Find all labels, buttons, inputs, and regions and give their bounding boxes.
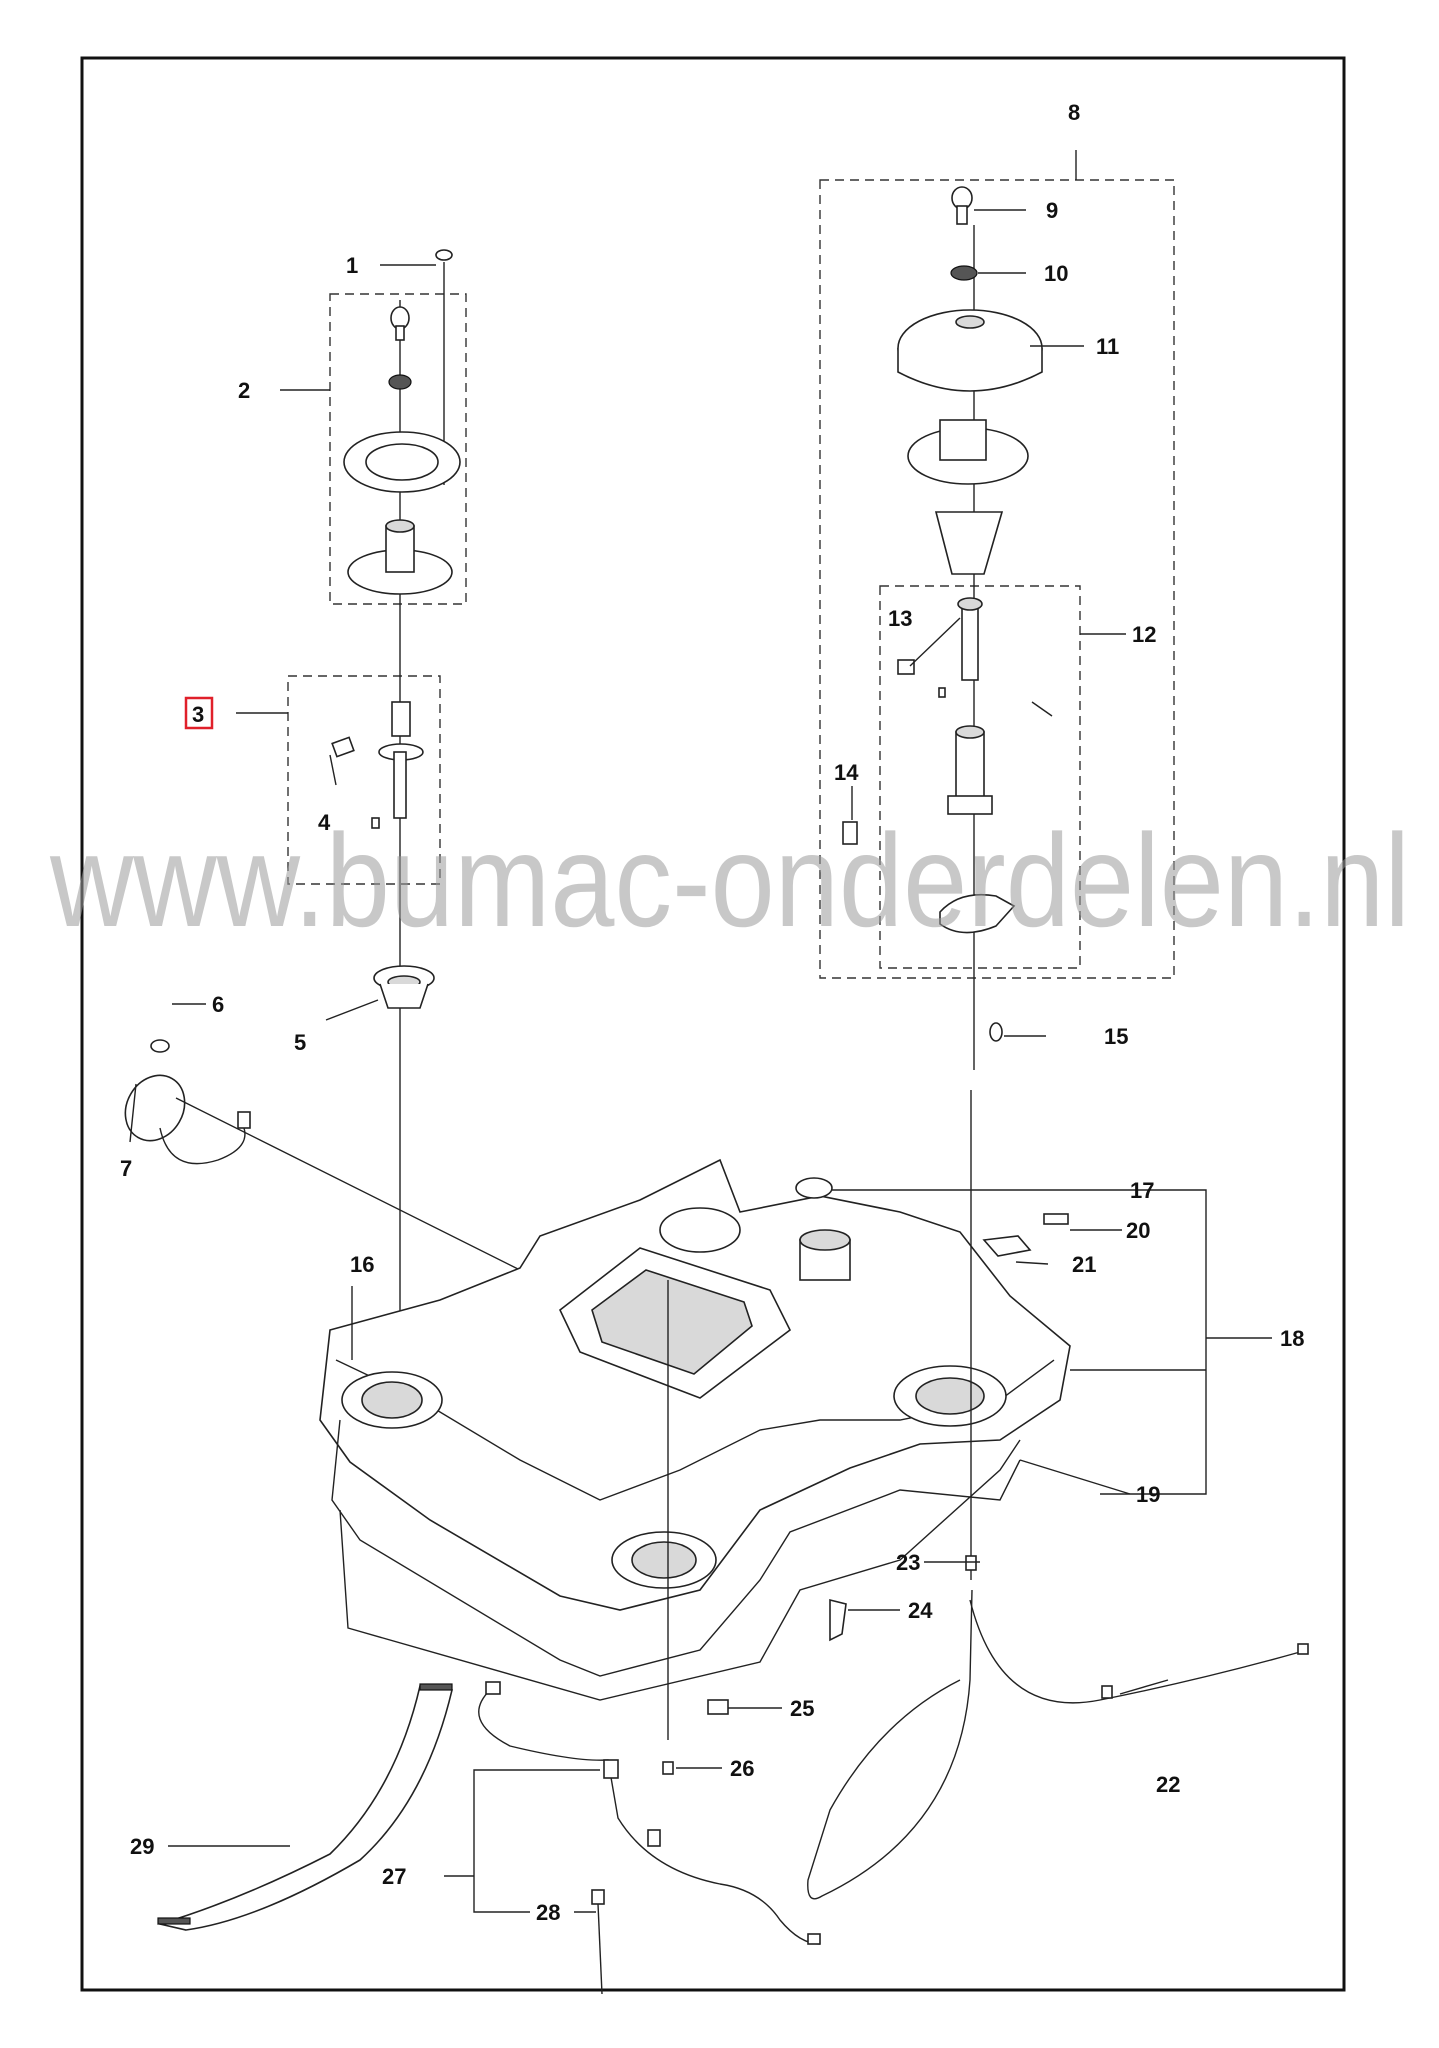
diagram-frame: [80, 56, 1346, 1992]
callout-17: 17: [1130, 1178, 1154, 1203]
callout-4: 4: [318, 810, 331, 835]
cables-lower: [156, 1090, 1309, 1995]
callout-28: 28: [536, 1900, 560, 1925]
callouts: 1 2 3 4 5 6 7 8 9 10 11 12 13 14 15 16 1…: [120, 100, 1304, 1925]
callout-7: 7: [120, 1156, 132, 1181]
callout-9: 9: [1046, 198, 1058, 223]
callout-5: 5: [294, 1030, 306, 1055]
callout-16: 16: [350, 1252, 374, 1277]
callout-15: 15: [1104, 1024, 1128, 1049]
callout-26: 26: [730, 1756, 754, 1781]
callout-12: 12: [1132, 622, 1156, 647]
callout-1: 1: [346, 253, 358, 278]
callout-25: 25: [790, 1696, 814, 1721]
callout-29: 29: [130, 1834, 154, 1859]
callout-8: 8: [1068, 100, 1080, 125]
callout-3-highlight: [184, 696, 214, 730]
callout-6: 6: [212, 992, 224, 1017]
right-assembly: [819, 179, 1175, 1070]
callout-3: 3: [192, 702, 204, 727]
callout-23: 23: [896, 1550, 920, 1575]
callout-18: 18: [1280, 1326, 1304, 1351]
leader-lines: [129, 150, 1272, 1913]
callout-10: 10: [1044, 261, 1068, 286]
chassis-body: [319, 1158, 1071, 1677]
callout-22: 22: [1156, 1772, 1180, 1797]
callout-14: 14: [834, 760, 859, 785]
watermark-text: www.bumac-onderdelen.nl: [49, 807, 1410, 954]
callout-21: 21: [1072, 1252, 1096, 1277]
callout-11: 11: [1096, 334, 1119, 359]
callout-20: 20: [1126, 1218, 1150, 1243]
callout-27: 27: [382, 1864, 406, 1889]
callout-19: 19: [1136, 1482, 1160, 1507]
callout-24: 24: [908, 1598, 933, 1623]
left-assembly: [287, 249, 467, 1390]
cover-cable-assembly: [124, 1039, 561, 1291]
callout-13: 13: [888, 606, 912, 631]
callout-2: 2: [238, 378, 250, 403]
